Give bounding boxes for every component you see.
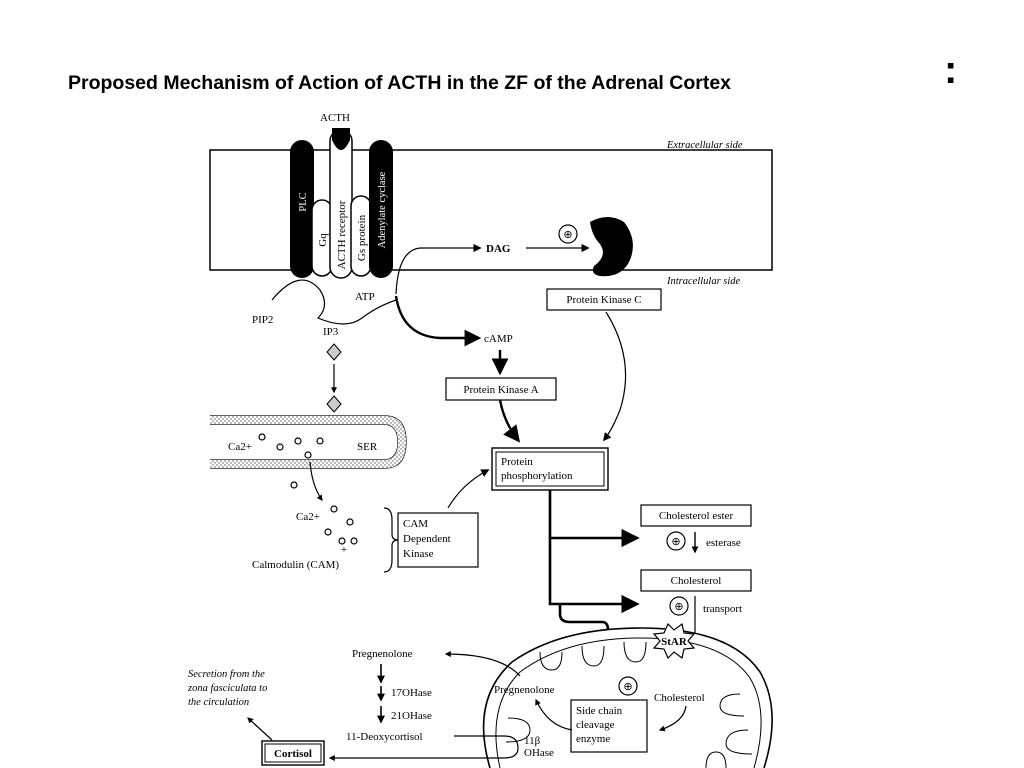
transport-label: transport <box>703 603 742 615</box>
side-chain-to-pregnenolone-arrow <box>535 698 573 731</box>
dag-arrow <box>395 243 482 295</box>
side-chain-label-2: cleavage <box>576 719 615 731</box>
protein-phosphorylation-box <box>491 447 609 491</box>
phosphorylation-to-esterase-arrow <box>548 490 640 548</box>
ip3-receptor-diamond-icon <box>326 395 342 413</box>
atp-label: ATP <box>355 291 375 303</box>
calmodulin-brace <box>383 507 399 573</box>
acth-receptor-label: ACTH receptor <box>336 200 348 269</box>
calcium-release-arrow <box>309 461 323 501</box>
deoxycortisol-label: 11-Deoxycortisol <box>346 731 423 743</box>
esterase-plus-icon <box>666 531 686 551</box>
cholesterol-to-side-chain-arrow <box>658 705 687 732</box>
cholesterol-ester-box <box>640 504 752 527</box>
pkc-plus-label: ⊕ <box>563 229 572 241</box>
cortisol-label: Cortisol <box>274 748 312 760</box>
protein-phosphorylation-inner <box>495 451 605 487</box>
cam-kinase-label-3: Kinase <box>403 548 434 560</box>
esterase-label: esterase <box>706 537 741 549</box>
side-chain-label-3: enzyme <box>576 733 610 745</box>
side-chain-plus-icon <box>618 676 638 696</box>
calmodulin-plus-label: + <box>341 544 347 556</box>
mito-pregnenolone-label: Pregnenolone <box>494 684 555 696</box>
cortisol-inner <box>264 743 322 763</box>
calcium-label: Ca2+ <box>296 511 320 523</box>
gs-protein-label: Gs protein <box>356 214 368 261</box>
mitochondrion-inner <box>495 637 762 768</box>
pip2-curve <box>271 279 397 325</box>
cam-to-phosphorylation-arrow <box>447 469 490 509</box>
ser-ca-label: Ca2+ <box>228 441 252 453</box>
cholesterol-ester-label: Cholesterol ester <box>659 510 734 522</box>
acth-ligand <box>332 128 350 150</box>
ser-label: SER <box>357 441 378 453</box>
ser-membrane-fill <box>210 416 406 468</box>
mitochondrion-outer <box>482 627 773 768</box>
pka-to-phosphorylation-arrow <box>498 399 521 443</box>
mitochondrion-cristae <box>505 641 753 768</box>
pregnenolone-label: Pregnenolone <box>352 648 413 660</box>
esterase-plus-label: ⊕ <box>671 536 680 548</box>
ser-calcium-ions <box>258 433 324 489</box>
camp-arrow <box>394 295 482 347</box>
calmodulin-label: Calmodulin (CAM) <box>252 559 339 571</box>
page-title: Proposed Mechanism of Action of ACTH in … <box>68 72 732 94</box>
dag-label: DAG <box>486 243 511 255</box>
hydroxylase-11b-label-2: OHase <box>524 747 554 759</box>
calcium-ions <box>324 505 358 545</box>
pkc-to-phosphorylation-arrow <box>602 311 627 442</box>
side-chain-plus-label: ⊕ <box>623 681 632 693</box>
transport-plus-icon <box>669 596 689 616</box>
camp-label: cAMP <box>484 333 513 345</box>
protein-kinase-c-label: Protein Kinase C <box>566 294 641 306</box>
hydroxylase-11b-label-1: 11β <box>524 735 541 747</box>
mito-cholesterol-label: Cholesterol <box>654 692 705 704</box>
adenylate-cyclase-label: Adenylate cyclase <box>377 171 388 248</box>
cam-kinase-label-2: Dependent <box>403 533 451 545</box>
cam-dependent-kinase-box <box>397 512 479 568</box>
plus-icon <box>558 224 578 244</box>
ip3-diamond-icon <box>326 343 342 361</box>
cam-kinase-label-1: CAM <box>403 518 428 530</box>
side-chain-label-1: Side chain <box>576 705 623 717</box>
plc-label: PLC <box>298 192 309 211</box>
acth-label: ACTH <box>320 112 350 124</box>
star-label: StAR <box>661 636 688 648</box>
intracellular-side-label: Intracellular side <box>666 276 741 287</box>
phosphorylation-to-transport-arrow <box>548 538 640 614</box>
phosphorylation-label-2: phosphorylation <box>501 470 573 482</box>
transport-plus-label: ⊕ <box>674 601 683 613</box>
extracellular-side-label: Extracellular side <box>666 140 743 151</box>
star-protein-icon <box>652 622 696 660</box>
gq-label: Gq <box>317 233 329 247</box>
protein-kinase-a-label: Protein Kinase A <box>463 384 538 396</box>
protein-kinase-c-box <box>546 288 662 311</box>
hydroxylase-17-label: 17OHase <box>391 687 432 699</box>
cortisol-box <box>261 740 325 766</box>
secretion-label-2: zona fasciculata to <box>187 683 267 694</box>
pregnenolone-exit-arrow <box>444 651 521 677</box>
plc-protein <box>290 140 314 278</box>
secretion-label-1: Secretion from the <box>188 669 265 680</box>
ip3-label: IP3 <box>323 326 339 338</box>
pkc-shape <box>590 217 633 277</box>
side-chain-enzyme-box <box>570 699 648 753</box>
secretion-arrow <box>247 717 273 741</box>
phosphorylation-label-1: Protein <box>501 456 533 468</box>
secretion-label-3: the circulation <box>188 697 249 708</box>
pip2-label: PIP2 <box>252 314 273 326</box>
hydroxylase-21-label: 21OHase <box>391 710 432 722</box>
phosphorylation-to-side-chain-arrow <box>558 604 618 698</box>
cholesterol-label: Cholesterol <box>671 575 722 587</box>
cholesterol-box <box>640 569 752 592</box>
title-colon: : <box>944 48 958 92</box>
adenylate-cyclase <box>369 140 393 278</box>
deoxycortisol-to-cortisol-arrow <box>328 735 519 761</box>
